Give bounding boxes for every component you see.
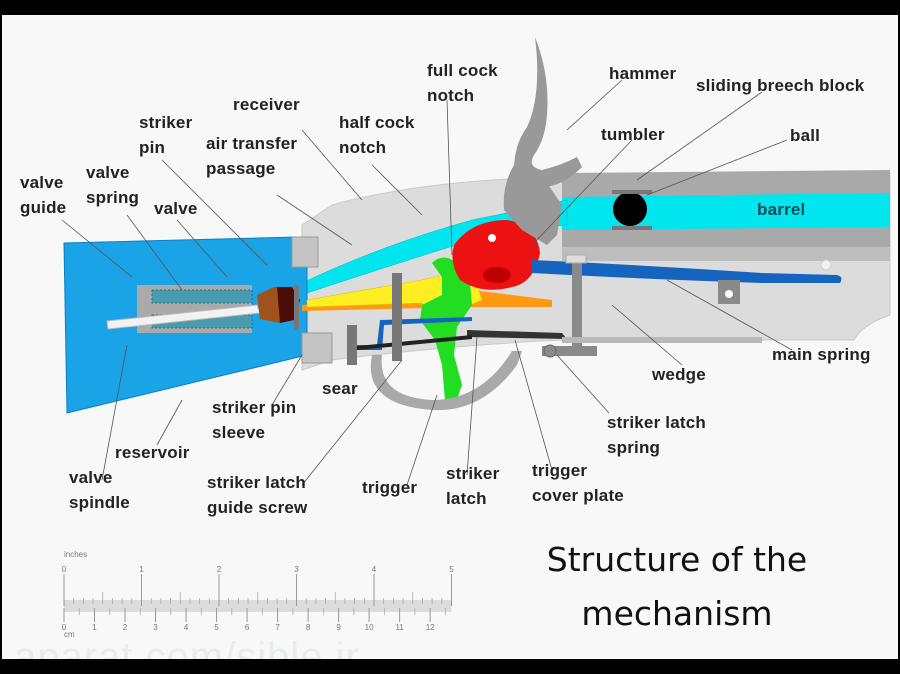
label-valve-guide: valve guide	[20, 173, 67, 217]
ruler-inch-unit: inches	[64, 550, 88, 559]
ball	[613, 192, 647, 226]
sliding-breech-block-bottom	[612, 226, 652, 230]
label-striker-latch: striker latch	[446, 464, 500, 508]
slide-title: Structure of the mechanism	[522, 533, 832, 641]
watermark: aparat.com/sible.ir	[14, 635, 360, 659]
cm-tick-label: 0	[62, 623, 67, 632]
sear	[347, 325, 357, 365]
cm-tick-label: 12	[426, 623, 435, 632]
barrel	[562, 193, 890, 230]
cm-tick-label: 5	[214, 623, 219, 632]
label-sear: sear	[322, 379, 358, 398]
striker-latch-spring-eye	[543, 344, 557, 358]
cm-tick-label: 7	[275, 623, 280, 632]
label-ball: ball	[790, 126, 821, 145]
label-tumbler: tumbler	[601, 125, 665, 144]
cm-tick-label: 9	[336, 623, 341, 632]
label-wedge: wedge	[652, 365, 706, 384]
inch-tick-label: 2	[217, 565, 222, 574]
cm-tick-label: 3	[153, 623, 158, 632]
title-line-1: Structure of the	[546, 540, 808, 579]
trigger	[420, 257, 472, 408]
label-striker-latch-guide-screw: striker latch guide screw	[207, 473, 308, 517]
hammer-body	[503, 165, 562, 245]
sliding-breech-block-top	[612, 190, 652, 194]
label-valve-spindle: valve spindle	[69, 468, 130, 512]
receiver-thread-top	[291, 236, 319, 268]
main-spring	[532, 260, 842, 283]
cm-tick-label: 6	[245, 623, 250, 632]
valve-spring	[151, 289, 253, 304]
wedge-head	[565, 254, 587, 264]
lower-rail	[562, 337, 762, 343]
inch-tick-label: 1	[139, 565, 144, 574]
label-hammer: hammer	[609, 64, 677, 83]
ruler-cm-unit: cm	[64, 630, 75, 639]
hammer	[514, 37, 582, 187]
cm-tick-label: 10	[365, 623, 374, 632]
label-full-cock-notch: full cock notch	[427, 61, 498, 105]
striker-latch-spring	[542, 346, 597, 356]
label-barrel: barrel	[757, 200, 806, 219]
tumbler-pivot	[488, 234, 496, 242]
wedge	[572, 255, 582, 355]
inch-tick-label: 3	[294, 565, 299, 574]
main-spring-pin	[820, 259, 832, 271]
guide-rod	[347, 335, 472, 351]
striker-latch-guide-screw	[392, 273, 402, 361]
label-valve-spring: valve spring	[86, 163, 140, 207]
cm-tick-label: 8	[306, 623, 311, 632]
label-trigger: trigger	[362, 478, 418, 497]
bracket-hole	[725, 290, 733, 298]
breech-lower-plate	[562, 247, 890, 261]
trigger-cover-plate	[467, 330, 567, 339]
label-trigger-cover-plate: trigger cover plate	[532, 461, 624, 505]
cm-tick-label: 1	[92, 623, 97, 632]
tumbler	[452, 220, 540, 290]
inch-tick-label: 5	[449, 565, 454, 574]
title-line-2: mechanism	[581, 594, 773, 633]
sear-spring	[347, 317, 472, 350]
airgun-mechanism-diagram	[61, 37, 891, 486]
slide: valve guide valve spring valve striker p…	[2, 15, 898, 659]
label-striker-pin: striker pin	[139, 113, 193, 157]
label-half-cock-notch: half cock notch	[339, 113, 415, 157]
leader-lines	[61, 79, 793, 486]
label-receiver: receiver	[233, 95, 300, 114]
label-reservoir: reservoir	[115, 443, 190, 462]
inch-tick-label: 4	[372, 565, 377, 574]
receiver-thread-bottom	[301, 332, 333, 364]
label-striker-pin-sleeve: striker pin sleeve	[212, 398, 297, 442]
cm-tick-label: 4	[184, 623, 189, 632]
label-sliding-breech-block: sliding breech block	[696, 76, 865, 95]
cm-tick-label: 2	[123, 623, 128, 632]
inch-tick-label: 0	[62, 565, 67, 574]
cm-tick-label: 11	[395, 623, 404, 632]
half-cock-notch	[483, 267, 511, 283]
label-valve: valve	[154, 199, 198, 218]
valve-seat	[294, 285, 299, 330]
label-striker-latch-spring: striker latch spring	[607, 413, 706, 457]
trigger-guard	[370, 351, 522, 411]
label-main-spring: main spring	[772, 345, 871, 364]
label-air-transfer-passage: air transfer passage	[206, 134, 298, 178]
